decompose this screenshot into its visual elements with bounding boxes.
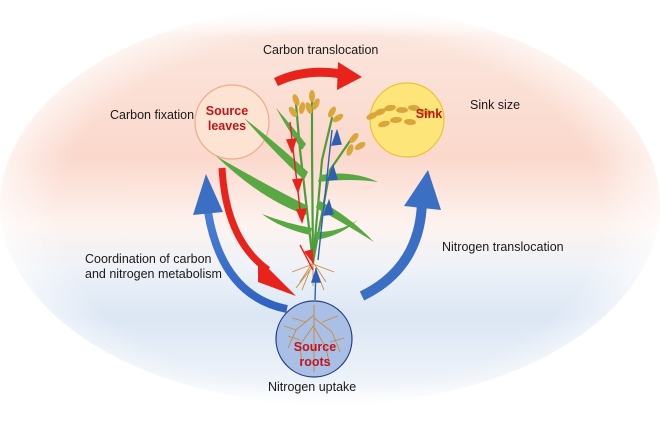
coordination-label-line2: and nitrogen metabolism	[85, 267, 222, 281]
plant-leaves	[216, 108, 378, 242]
carbon-translocation-arrow-shaft	[274, 67, 343, 87]
source-leaves-line2: leaves	[207, 119, 247, 133]
nitrogen-translocation-arrow-shaft	[359, 201, 427, 301]
coordination-arrow-shaft	[204, 211, 288, 313]
source-leaves-line1: Source	[205, 104, 249, 118]
source-leaves-node-label: Source leaves	[200, 104, 254, 134]
nitrogen-uptake-label: Nitrogen uptake	[268, 380, 357, 394]
plant-stems	[294, 98, 354, 264]
coordination-label-line1: Coordination of carbon	[85, 252, 212, 266]
sink-line1: Sink	[415, 107, 443, 121]
source-roots-line1: Source	[293, 340, 337, 354]
coordination-arrowhead	[193, 174, 223, 215]
grain-panicles	[288, 90, 432, 156]
root-system-in-circle	[283, 305, 345, 372]
nitrogen-flow-small-arrows	[311, 128, 342, 301]
source-roots-node-label: Source roots	[285, 340, 345, 370]
carbon-flow-small-arrows	[285, 121, 314, 271]
sink-size-label: Sink size	[470, 98, 521, 112]
nitrogen-translocation-label: Nitrogen translocation	[442, 240, 564, 254]
carbon-translocation-arrowhead	[337, 62, 362, 90]
nitrogen-translocation-arrowhead	[404, 170, 441, 210]
source-leaves-circle	[194, 84, 270, 160]
sink-node-label: Sink	[412, 107, 446, 122]
carbon-fixation-label: Carbon fixation	[110, 108, 195, 122]
carbon-translocation-label: Carbon translocation	[263, 43, 379, 57]
source-roots-line2: roots	[299, 355, 331, 369]
carbon-to-roots-arrowhead	[258, 258, 296, 296]
